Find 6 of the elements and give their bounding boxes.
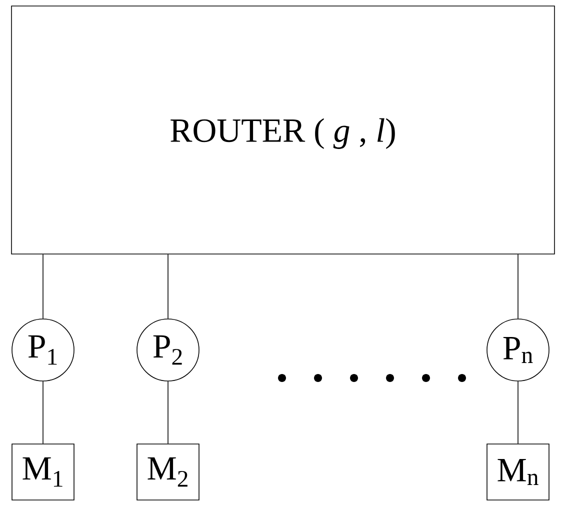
router-box: ROUTER ( g , l) <box>11 6 555 254</box>
connector-line <box>42 254 44 319</box>
memory-box: M$_{2}$ <box>136 444 200 500</box>
connector-line <box>42 381 44 444</box>
memory-box: M$_{n}$ <box>486 444 550 500</box>
memory-box: M$_{1}$ <box>12 444 74 500</box>
